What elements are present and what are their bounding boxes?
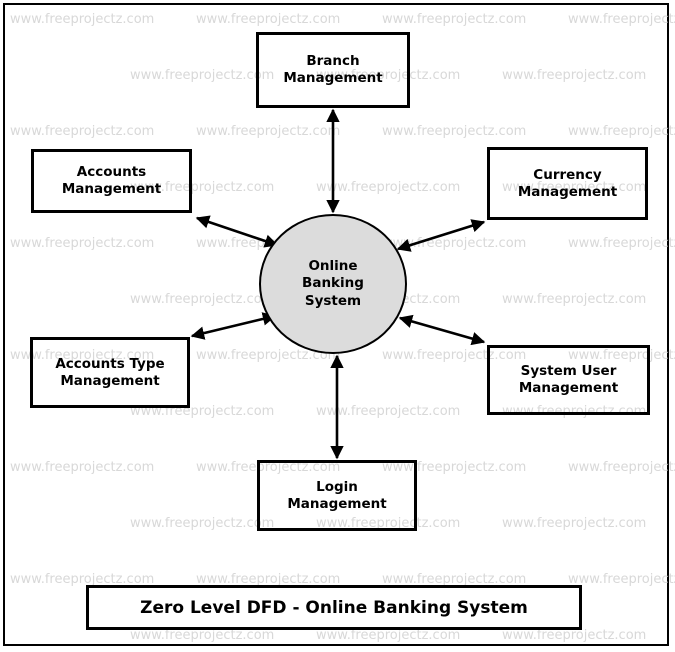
- watermark-text: www.freeprojectz.com: [316, 180, 461, 195]
- entity-label: Login Management: [287, 478, 387, 512]
- watermark-text: www.freeprojectz.com: [196, 12, 341, 27]
- watermark-text: www.freeprojectz.com: [130, 292, 275, 307]
- entity-branch-management[interactable]: Branch Management: [256, 32, 410, 108]
- entity-currency-management[interactable]: Currency Management: [487, 147, 648, 220]
- watermark-text: www.freeprojectz.com: [568, 12, 675, 27]
- watermark-text: www.freeprojectz.com: [196, 124, 341, 139]
- watermark-text: www.freeprojectz.com: [568, 124, 675, 139]
- watermark-text: www.freeprojectz.com: [502, 292, 647, 307]
- watermark-text: www.freeprojectz.com: [382, 124, 527, 139]
- flow-currency-line: [396, 219, 486, 252]
- watermark-text: www.freeprojectz.com: [10, 12, 155, 27]
- watermark-text: www.freeprojectz.com: [10, 236, 155, 251]
- watermark-text: www.freeprojectz.com: [130, 68, 275, 83]
- diagram-caption-bar: Zero Level DFD - Online Banking System: [86, 585, 582, 630]
- diagram-caption-text: Zero Level DFD - Online Banking System: [140, 597, 528, 618]
- watermark-text: www.freeprojectz.com: [502, 628, 647, 643]
- entity-label: Currency Management: [517, 166, 618, 200]
- watermark-text: www.freeprojectz.com: [316, 404, 461, 419]
- flow-accounts-type-line: [190, 312, 277, 340]
- watermark-text: www.freeprojectz.com: [382, 236, 527, 251]
- watermark-text: www.freeprojectz.com: [382, 12, 527, 27]
- watermark-text: www.freeprojectz.com: [316, 628, 461, 643]
- process-online-banking-system[interactable]: Online Banking System: [259, 214, 407, 354]
- flow-system-user-line: [398, 314, 486, 346]
- watermark-text: www.freeprojectz.com: [130, 516, 275, 531]
- watermark-text: www.freeprojectz.com: [568, 572, 675, 587]
- entity-accounts-management[interactable]: Accounts Management: [31, 149, 192, 213]
- watermark-text: www.freeprojectz.com: [502, 68, 647, 83]
- entity-label: Accounts Management: [61, 164, 162, 197]
- entity-label: System User Management: [518, 363, 619, 396]
- entity-login-management[interactable]: Login Management: [257, 460, 417, 531]
- flow-accounts-line: [195, 215, 279, 248]
- entity-label: Branch Management: [283, 53, 383, 86]
- entity-system-user-management[interactable]: System User Management: [487, 345, 650, 415]
- watermark-text: www.freeprojectz.com: [568, 236, 675, 251]
- watermark-text: www.freeprojectz.com: [568, 460, 675, 475]
- process-label: Online Banking System: [302, 257, 364, 309]
- entity-label: Accounts Type Management: [55, 355, 165, 389]
- watermark-text: www.freeprojectz.com: [130, 628, 275, 643]
- watermark-text: www.freeprojectz.com: [10, 460, 155, 475]
- watermark-text: www.freeprojectz.com: [502, 516, 647, 531]
- entity-accounts-type-management[interactable]: Accounts Type Management: [30, 337, 190, 408]
- watermark-text: www.freeprojectz.com: [10, 124, 155, 139]
